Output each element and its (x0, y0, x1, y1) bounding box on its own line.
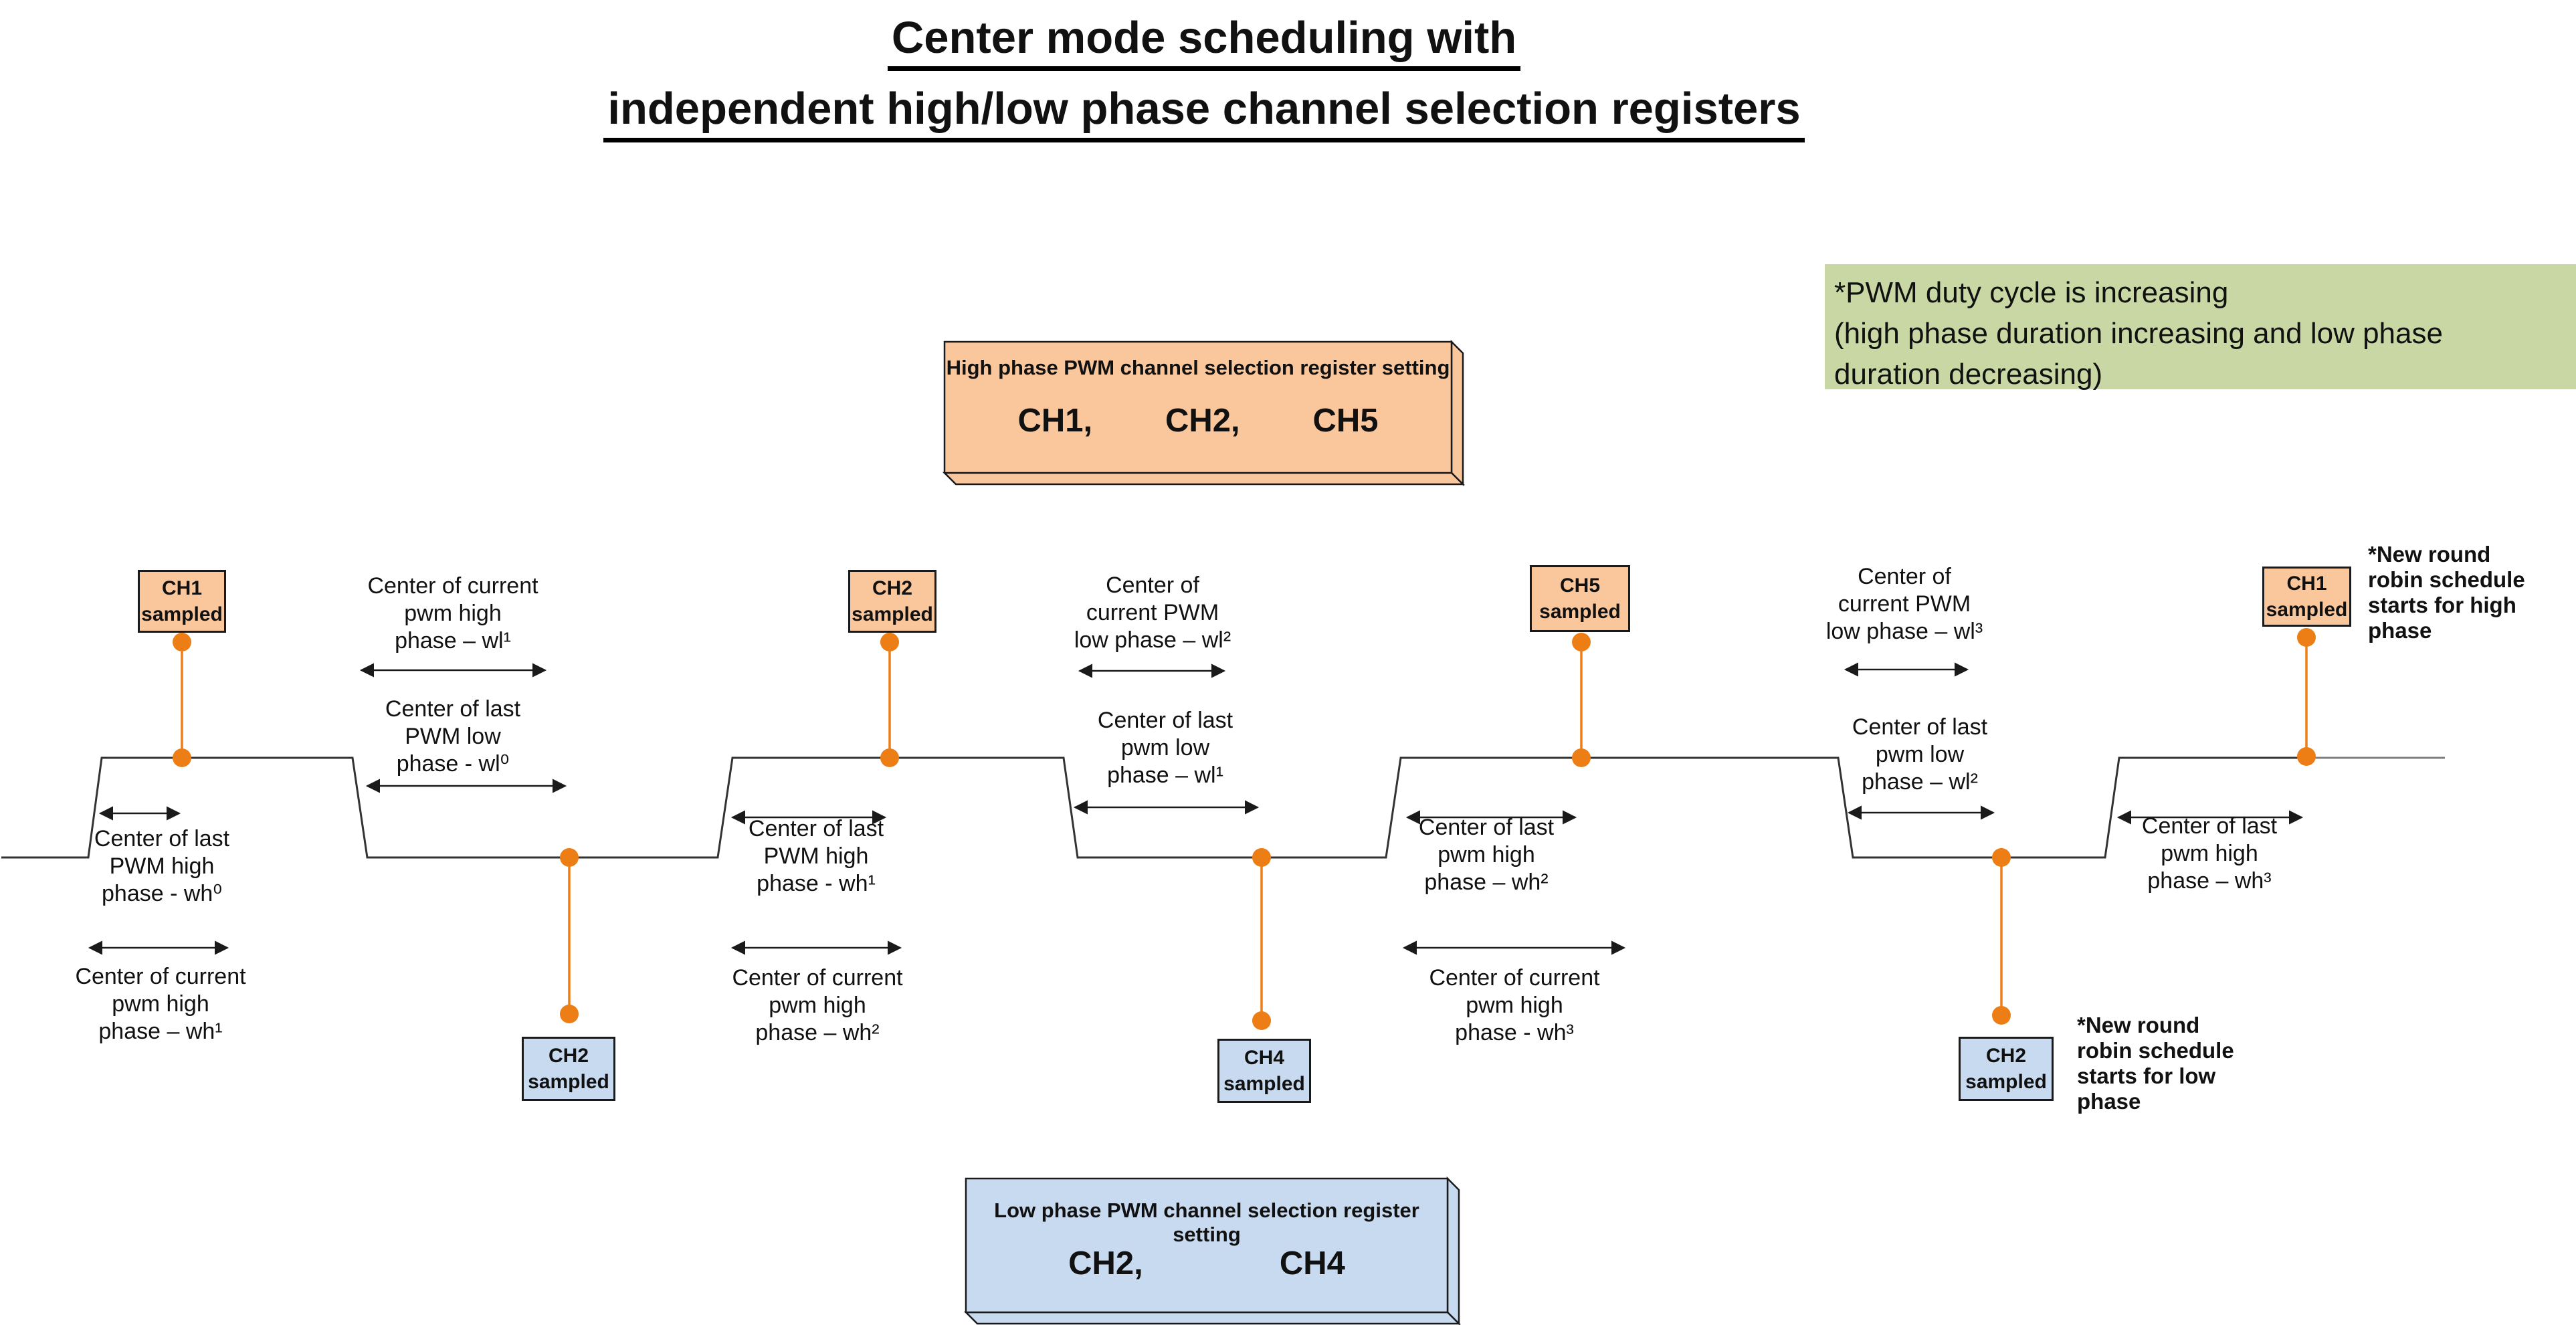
annotation-wl1-last: Center of last pwm low phase – wl¹ (1097, 708, 1233, 788)
sample-box-ch4-low: CH4 sampled (1217, 1039, 1311, 1103)
high-phase-register-box (942, 339, 1466, 487)
annotation-wh2-last: Center of last pwm high phase – wh² (1418, 815, 1555, 895)
note-new-round-low: *New round robin schedule starts for low… (2077, 1013, 2234, 1114)
annotation-wl2-last: Center of last pwm low phase – wl² (1852, 714, 1988, 795)
annotation-wh0-last: Center of last PWM high phase - wh⁰ (94, 826, 230, 906)
sample-box-ch2-high: CH2 sampled (848, 570, 936, 633)
duty-cycle-note: *PWM duty cycle is increasing (high phas… (1825, 264, 2576, 391)
high-register-title: High phase PWM channel selection registe… (946, 356, 1450, 379)
measure-arrows (88, 662, 2304, 955)
connector-ch4-low (1252, 848, 1271, 1030)
annotation-wh2-current: Center of current pwm high phase – wh² (732, 965, 903, 1045)
low-register-values: CH2, CH4 (1068, 1245, 1345, 1282)
annotation-wh3-last: Center of last pwm high phase – wh³ (2141, 813, 2278, 894)
page-title-line2: independent high/low phase channel selec… (603, 86, 1805, 142)
annotation-wl1-current: Center of current pwm high phase – wl¹ (367, 573, 538, 653)
note-new-round-high: *New round robin schedule starts for hig… (2368, 542, 2525, 643)
sample-box-ch5-high: CH5 sampled (1530, 565, 1630, 632)
page-title-line1: Center mode scheduling with (887, 14, 1521, 72)
connector-ch2-low (560, 848, 579, 1023)
sample-box-ch2-low: CH2 sampled (522, 1037, 615, 1101)
connector-ch2-high (880, 633, 899, 767)
sample-box-ch1-high: CH1 sampled (138, 570, 226, 633)
annotation-wl0-last: Center of last PWM low phase - wl⁰ (385, 696, 521, 777)
page-title: Center mode scheduling with independent … (334, 14, 2074, 142)
low-phase-register-box (963, 1176, 1462, 1325)
annotation-wh3-current: Center of current pwm high phase - wh³ (1429, 965, 1600, 1045)
annotation-wh1-last: Center of last PWM high phase - wh¹ (748, 816, 884, 896)
high-register-values: CH1, CH2, CH5 (1017, 403, 1379, 439)
pwm-waveform (1, 756, 2306, 859)
connector-ch1-high-2 (2297, 628, 2316, 766)
connector-ch2-low-2 (1992, 848, 2011, 1025)
annotation-wl3-current: Center of current PWM low phase – wl³ (1825, 564, 1983, 644)
low-register-title: Low phase PWM channel selection register… (994, 1199, 1419, 1246)
annotation-wl2-current: Center of current PWM low phase – wl² (1074, 573, 1231, 653)
annotation-wh1-current: Center of current pwm high phase – wh¹ (75, 964, 246, 1044)
connector-ch1-high (173, 633, 191, 767)
sample-box-ch1-high-2: CH1 sampled (2262, 567, 2351, 627)
sample-box-ch2-low-2: CH2 sampled (1959, 1037, 2054, 1101)
connector-ch5-high (1572, 633, 1591, 767)
